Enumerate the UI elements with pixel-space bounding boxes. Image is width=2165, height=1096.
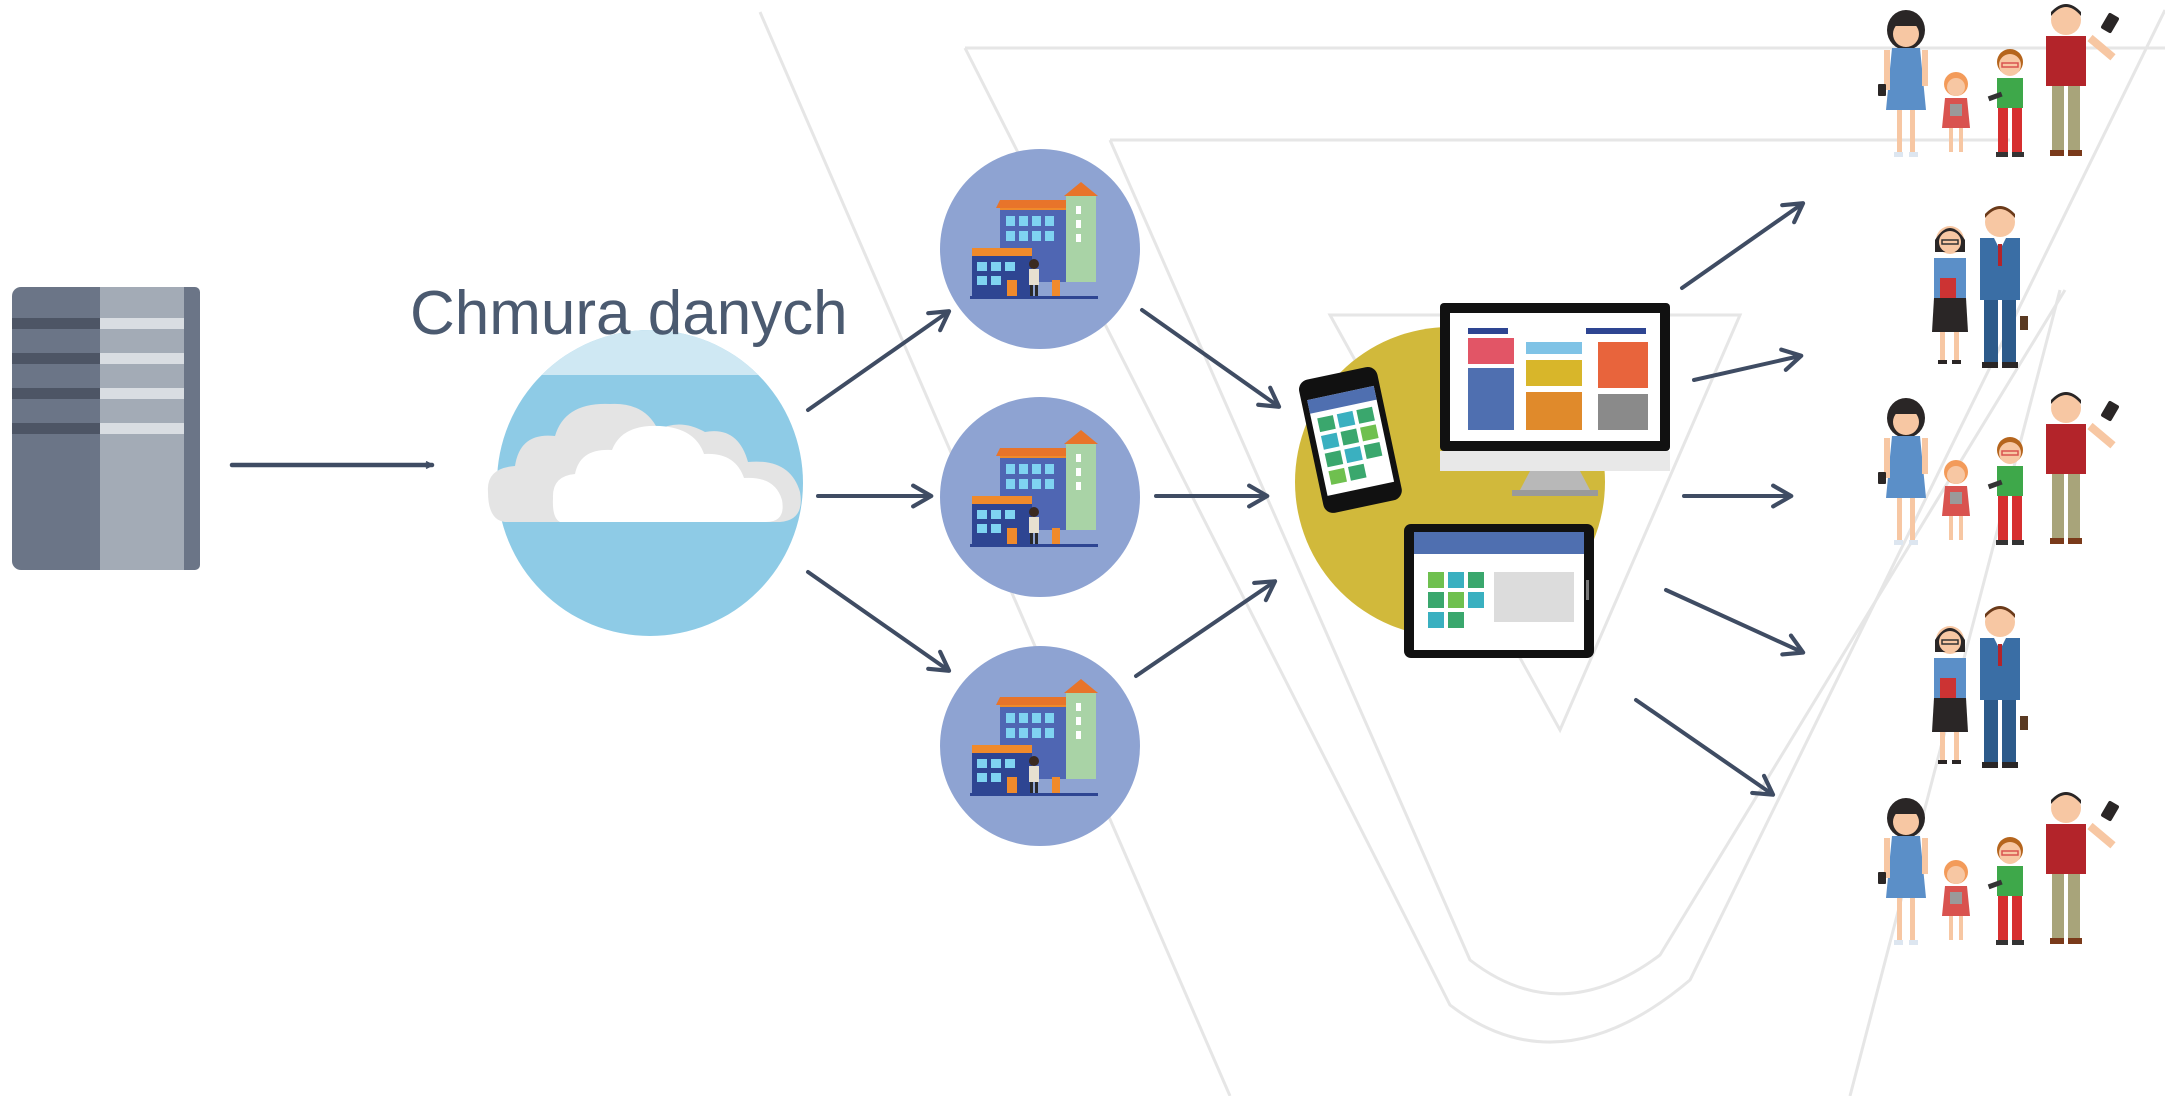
desktop-monitor-icon (1440, 303, 1670, 496)
user-group-4 (1931, 605, 2029, 769)
school-node-3 (940, 646, 1140, 846)
smartphone-icon (1299, 366, 1402, 513)
flow-arrows (229, 201, 1806, 797)
arrow-devices-to-group-4 (1664, 588, 1806, 657)
cloud-label: Chmura danych (410, 279, 848, 348)
user-group-2 (1931, 205, 2029, 369)
tablet-icon (1404, 524, 1594, 658)
user-group-1 (1878, 4, 2120, 157)
arrow-devices-to-group-1 (1680, 201, 1806, 290)
arrow-cloud-to-school-3 (806, 570, 952, 673)
cloud-icon (487, 330, 803, 636)
user-group-3 (1878, 392, 2120, 545)
server-icon (12, 287, 200, 570)
arrow-school-1-to-devices (1140, 308, 1282, 409)
school-node-2 (940, 397, 1140, 597)
arrow-school-3-to-devices (1134, 579, 1278, 678)
school-node-1 (940, 149, 1140, 349)
arrow-devices-to-group-5 (1634, 698, 1776, 797)
user-group-5 (1878, 792, 2120, 945)
arrow-cloud-to-school-1 (806, 309, 952, 412)
arrow-devices-to-group-2 (1692, 347, 1804, 382)
devices-node (1295, 303, 1670, 658)
